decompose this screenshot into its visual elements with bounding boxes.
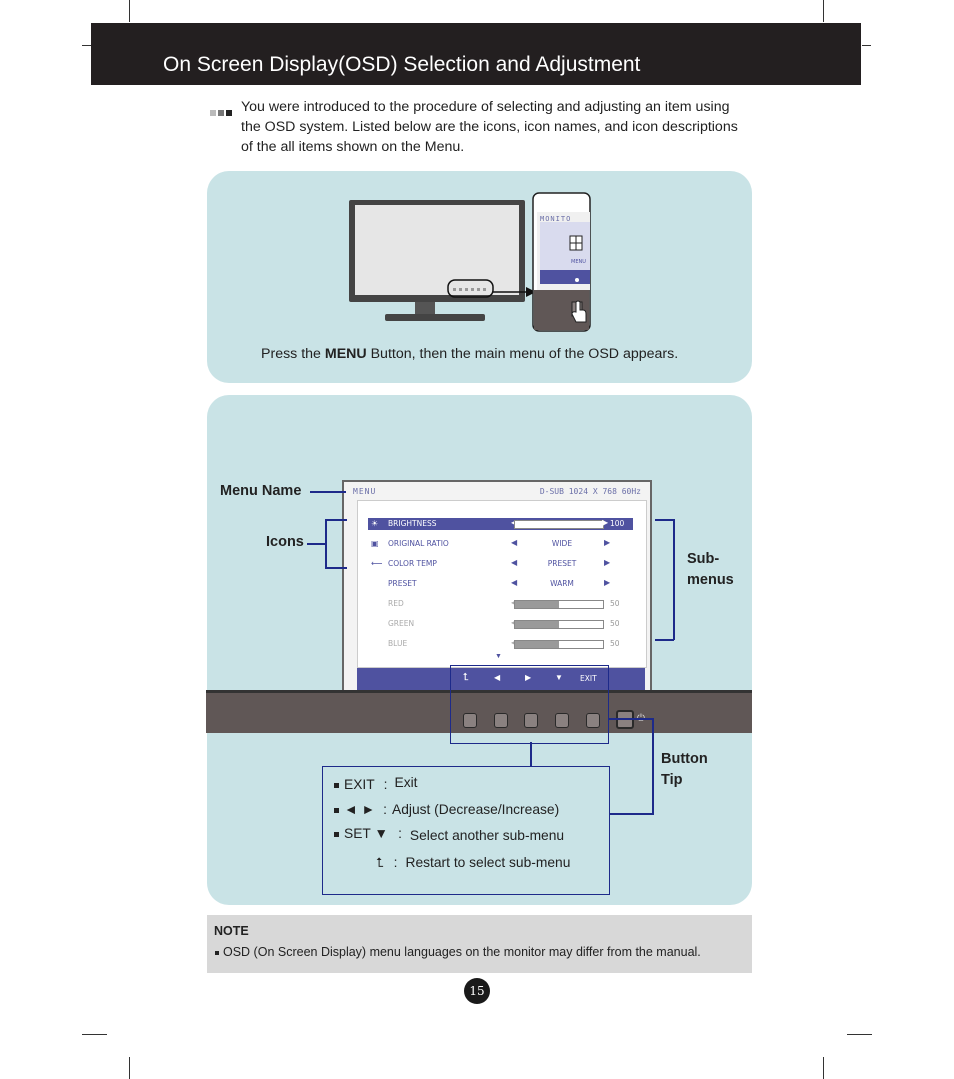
osd-button-tip-bar: ⮤ ◀ ▶ ▼ EXIT [357,668,645,690]
monitor-bezel: ⏻ [206,690,752,733]
osd-row-green[interactable]: GREEN ◀ 50 [388,618,620,629]
leader-line [325,519,327,568]
label-icons: Icons [266,534,304,550]
note-box: NOTE OSD (On Screen Display) menu langua… [207,915,752,973]
blue-bar [514,640,604,649]
down-arrow-icon: ▼ [555,673,563,682]
left-arrow-icon: ◀ [511,578,518,587]
hw-button-1[interactable] [463,713,477,728]
leader-line [655,639,674,641]
osd-row-brightness[interactable]: ☀ BRIGHTNESS ◀ ▶ 100 [368,518,633,530]
osd-row-preset[interactable]: PRESET ◀ WARM ▶ [388,578,611,588]
bullet-icon [210,103,234,121]
leader-line [652,718,654,815]
return-icon: ⮤ [376,855,384,870]
green-bar [514,620,604,629]
right-arrow-icon: ▶ [602,518,609,527]
bullet-icon [334,807,339,813]
bar-fill [515,641,559,648]
bar-fill [515,601,559,608]
label-button-tip: Button Tip [661,751,708,788]
osd-menu-name: MENU [353,487,377,496]
page-number: 15 [464,978,490,1004]
page-title: On Screen Display(OSD) Selection and Adj… [163,53,641,76]
red-bar [514,600,604,609]
label-sub-menus: Sub- menus [687,551,734,588]
osd-row-original-ratio[interactable]: ▣ ORIGINAL RATIO ◀ WIDE ▶ [371,538,611,548]
osd-row-blue[interactable]: BLUE ◀ 50 [388,638,620,649]
return-icon: ⮤ [463,672,469,683]
crop-mark [82,1034,107,1035]
crop-mark [129,0,130,22]
bullet-icon [334,831,339,837]
sun-icon: ☀ [371,519,379,528]
crop-mark [862,45,871,46]
leader-line [530,742,532,766]
left-arrow-icon: ◀ [511,558,518,567]
leader-line [608,718,653,720]
osd-exit-tip: EXIT [580,674,597,683]
bullet-icon [215,950,219,955]
mini-osd-menu: MENU [571,259,586,265]
leader-line [325,567,347,569]
label-menu-name: Menu Name [220,483,302,499]
crop-mark [82,45,91,46]
tip-adjust: ◄ ►:Adjust (Decrease/Increase) [334,802,559,817]
button-tip-frame [450,665,609,744]
tip-set: SET ▼:Select another sub-menu [334,826,564,843]
hw-button-4[interactable] [555,713,569,728]
right-arrow-icon: ▶ [604,578,611,587]
note-text: OSD (On Screen Display) menu languages o… [215,945,701,959]
left-arrow-icon: ◀ [494,673,501,682]
leader-line [610,813,653,815]
left-arrow-icon: ◀ [511,538,518,547]
leader-line [325,519,347,521]
leader-line [310,491,346,493]
right-arrow-icon: ▶ [525,673,532,682]
right-arrow-icon: ▶ [604,558,611,567]
osd-row-red[interactable]: RED ◀ 50 [388,598,620,609]
menu-caption: Press the MENU Button, then the main men… [261,346,679,362]
scroll-down-icon: ▼ [495,653,502,660]
hw-button-5[interactable] [586,713,600,728]
crop-mark [847,1034,872,1035]
mini-osd-title: MONITO [540,215,572,223]
osd-resolution: D-SUB 1024 X 768 60Hz [539,487,641,496]
leader-line [307,543,326,545]
hw-button-2[interactable] [494,713,508,728]
ratio-icon: ▣ [371,539,379,548]
hw-button-3[interactable] [524,713,538,728]
intro-text: You were introduced to the procedure of … [241,99,738,155]
tip-restart: ⮤:Restart to select sub-menu [376,855,571,870]
leader-line [673,519,675,640]
osd-menu-list: ☀ BRIGHTNESS ◀ ▶ 100 ▣ ORIGINAL RATIO ◀ … [357,500,647,668]
page-header: On Screen Display(OSD) Selection and Adj… [91,23,861,85]
monitor-illustration [349,192,591,332]
osd-screen: MENU D-SUB 1024 X 768 60Hz ☀ BRIGHTNESS … [342,480,652,692]
brightness-bar [514,520,604,529]
note-heading: NOTE [214,924,249,938]
button-tip-legend: EXIT:Exit ◄ ►:Adjust (Decrease/Increase)… [322,766,610,895]
crop-mark [129,1057,130,1079]
crop-mark [823,1057,824,1079]
bullet-icon [334,782,339,788]
bar-fill [515,621,559,628]
bar-fill [515,521,603,528]
crop-mark [823,0,824,22]
tip-exit: EXIT:Exit [334,775,418,792]
osd-row-color-temp[interactable]: ⟵ COLOR TEMP ◀ PRESET ▶ [371,558,611,568]
leader-line [655,519,674,521]
color-temp-icon: ⟵ [371,559,383,568]
right-arrow-icon: ▶ [604,538,611,547]
